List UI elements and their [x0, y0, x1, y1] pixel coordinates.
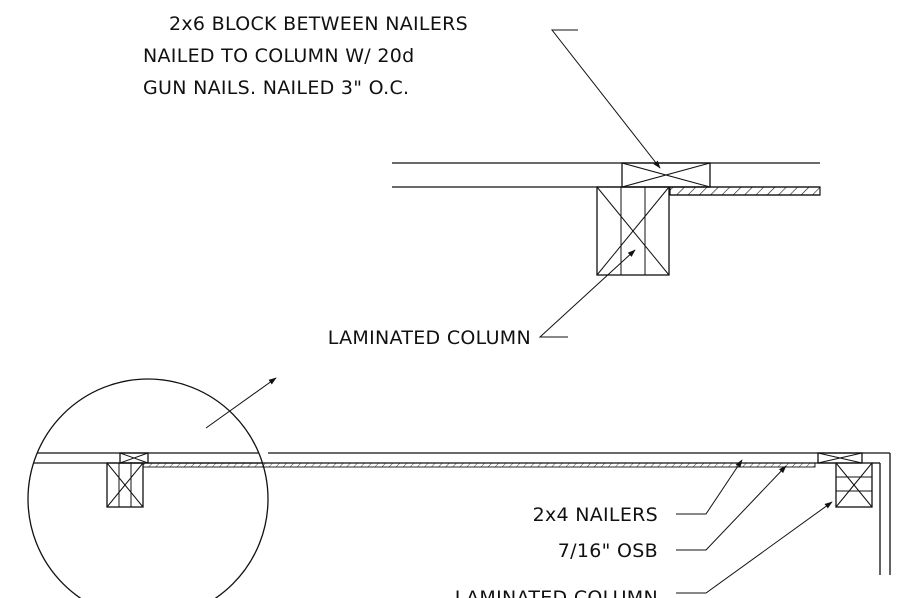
osb-label: 7/16" OSB: [558, 540, 658, 562]
block-callout-line-3: GUN NAILS. NAILED 3" O.C.: [143, 77, 409, 99]
plan-osb-strip: [142, 462, 816, 468]
leader-block: [550, 29, 661, 169]
detail-callout-circle: [27, 377, 277, 598]
enlarged-detail: [392, 29, 821, 338]
leader-osb: [676, 465, 787, 551]
detail-reference-arrow: [205, 377, 277, 429]
plan-view: [28, 452, 891, 594]
leader-detail-column: [538, 249, 636, 338]
leader-plan-column: [676, 501, 833, 594]
plan-left-column: [106, 462, 144, 508]
laminated-column-detail-label: LAMINATED COLUMN: [328, 327, 531, 349]
block-callout-line-2: NAILED TO COLUMN W/ 20d: [143, 45, 414, 67]
block-callout-line-1: 2x6 BLOCK BETWEEN NAILERS: [169, 13, 468, 35]
detail-osb-strip: [669, 186, 821, 196]
plan-right-column: [835, 462, 873, 508]
nailers-label: 2x4 NAILERS: [533, 504, 658, 526]
detail-laminated-column: [596, 186, 670, 276]
laminated-column-plan-label: LAMINATED COLUMN: [455, 587, 658, 598]
leader-nailers: [676, 459, 743, 515]
